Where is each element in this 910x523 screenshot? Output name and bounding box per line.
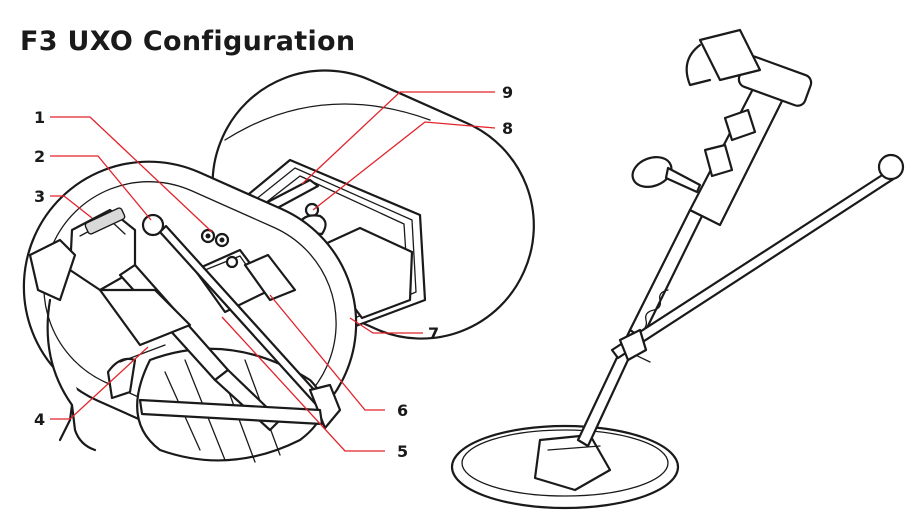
callout-numbers: 1 2 3 4 5 6 7 8 9 [34,83,513,461]
callout-number-1: 1 [34,108,45,127]
leader-2 [50,155,152,221]
leader-6 [269,294,385,411]
callout-number-4: 4 [34,410,45,429]
leader-1 [50,116,213,233]
leader-9 [301,91,495,185]
leader-5 [221,316,385,452]
leader-4 [50,346,149,420]
callout-number-2: 2 [34,147,45,166]
callout-number-5: 5 [397,442,408,461]
callout-number-6: 6 [397,401,408,420]
open-carrying-case [22,69,535,463]
leader-7 [349,317,423,334]
callout-number-9: 9 [502,83,513,102]
assembled-metal-detector [450,28,905,510]
page-title: F3 UXO Configuration [20,26,356,57]
leader-3 [50,195,93,219]
callout-number-8: 8 [502,119,513,138]
callout-number-7: 7 [428,324,439,343]
leader-8 [312,121,496,211]
callout-number-3: 3 [34,187,45,206]
callout-leaders [50,91,496,452]
